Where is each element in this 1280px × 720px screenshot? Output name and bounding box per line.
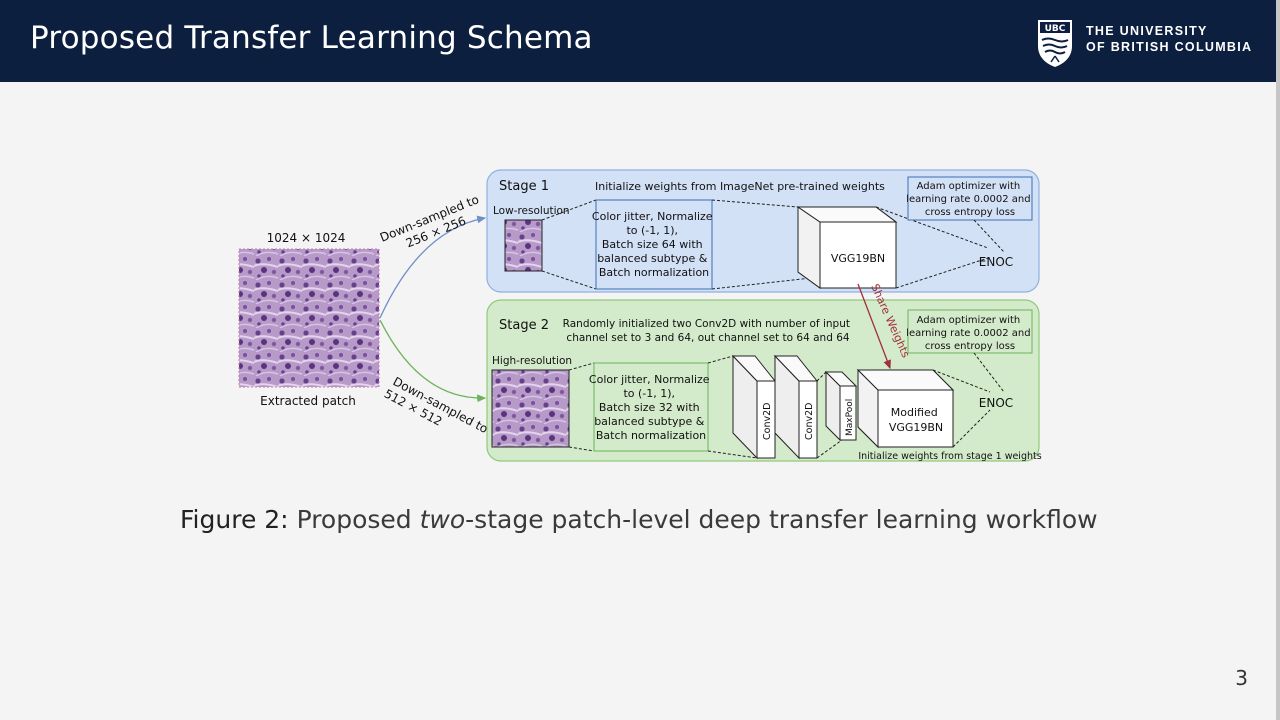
stage1-preprocess-text: Color jitter, Normalize to (-1, 1), Batc… xyxy=(592,210,716,279)
downsample-high-arrow xyxy=(379,319,487,403)
stage1-preprocess-box xyxy=(595,199,713,290)
stage1-note: Initialize weights from ImageNet pre-tra… xyxy=(595,180,885,193)
stage2-modified-vgg19bn-block: Modified VGG19BN xyxy=(856,368,955,449)
downsample-low-label: Down-sampled to 256 × 256 xyxy=(378,192,481,250)
ubc-crest-icon: UBC xyxy=(1038,20,1072,67)
ubc-line1: THE UNIVERSITY xyxy=(1086,24,1208,38)
figure-caption-pre: Proposed xyxy=(296,505,420,534)
ubc-line2: OF BRITISH COLUMBIA xyxy=(1086,40,1253,54)
stage2-high-res-patch xyxy=(491,369,570,448)
share-weights-arrow xyxy=(857,283,891,370)
stage2-patch-label: High-resolution xyxy=(492,355,572,367)
page-number: 3 xyxy=(1235,666,1248,690)
input-patch-image xyxy=(238,248,380,388)
input-size-label: 1024 × 1024 xyxy=(267,231,346,245)
stage2-note: Randomly initialized two Conv2D with num… xyxy=(563,318,854,344)
scrollbar-thumb[interactable] xyxy=(1276,0,1280,720)
input-patch-caption: Extracted patch xyxy=(260,394,356,408)
stage1-optimizer-text: Adam optimizer with learning rate 0.0002… xyxy=(906,181,1034,218)
stage2-model-label: Modified VGG19BN xyxy=(889,406,943,434)
downsample-low-arrow xyxy=(379,215,487,319)
stage2-optimizer-text: Adam optimizer with learning rate 0.0002… xyxy=(906,315,1034,352)
conv2d-2-label: Conv2D xyxy=(804,403,815,440)
stage1-title: Stage 1 xyxy=(499,179,549,194)
scrollbar[interactable] xyxy=(1276,0,1280,720)
maxpool-label: MaxPool xyxy=(845,399,855,436)
ubc-wordmark: THE UNIVERSITY OF BRITISH COLUMBIA xyxy=(1086,23,1252,55)
stage2-optimizer-box xyxy=(907,309,1033,354)
figure-caption-emphasis: two xyxy=(419,505,466,534)
conv2d-block-1: Conv2D xyxy=(731,354,777,460)
figure-caption-post: -stage patch-level deep transfer learnin… xyxy=(465,505,1098,534)
workflow-figure: 1024 × 1024 Extracted patch Down-sampled… xyxy=(230,160,1060,480)
downsample-high-label: Down-sampled to 512 × 512 xyxy=(382,374,490,436)
stage1-output-label: ENOC xyxy=(979,255,1013,269)
conv2d-1-label: Conv2D xyxy=(762,403,773,440)
slide-header: Proposed Transfer Learning Schema UBC TH… xyxy=(0,0,1276,82)
stage1-vgg19bn-block: VGG19BN xyxy=(796,206,898,289)
stage1-low-res-patch xyxy=(504,219,543,272)
stage1-model-label: VGG19BN xyxy=(831,252,885,265)
stage2-title: Stage 2 xyxy=(499,318,549,333)
stage1-patch-label: Low-resolution xyxy=(493,205,570,217)
stage2-footnote: Initialize weights from stage 1 weights xyxy=(858,451,1041,462)
stage2-output-label: ENOC xyxy=(979,396,1013,410)
figure-caption: Figure 2: Proposed two-stage patch-level… xyxy=(180,505,1140,534)
stage2-preprocess-box xyxy=(593,362,709,452)
crest-text: UBC xyxy=(1045,24,1066,34)
ubc-logo: UBC THE UNIVERSITY OF BRITISH COLUMBIA xyxy=(1036,18,1266,68)
stage2-preprocess-text: Color jitter, Normalize to (-1, 1), Batc… xyxy=(589,373,713,442)
conv2d-block-2: Conv2D xyxy=(773,354,819,460)
workflow-diagram: 1024 × 1024 Extracted patch Down-sampled… xyxy=(238,169,1042,462)
figure-caption-label: Figure 2: xyxy=(180,505,289,534)
slide-title: Proposed Transfer Learning Schema xyxy=(30,20,593,56)
stage1-optimizer-box xyxy=(907,176,1033,221)
maxpool-block: MaxPool xyxy=(824,370,858,442)
